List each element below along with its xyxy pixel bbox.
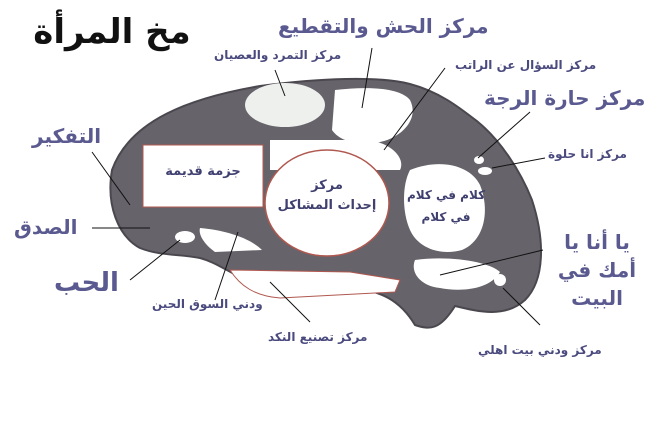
me-or-mother-region xyxy=(413,258,500,290)
label-im-pretty-center: مركز انا حلوة xyxy=(548,147,627,161)
old-shoe-region xyxy=(142,144,264,208)
problems-region xyxy=(264,149,390,257)
region-problems-line2: إحداث المشاكل xyxy=(277,198,377,213)
label-hashing-center: مركز الحش والتقطيع xyxy=(278,14,489,38)
hashing-region xyxy=(332,88,413,144)
label-me-or-your-mother: يا أنا يا أمك في البيت xyxy=(557,230,637,310)
label-crowd-heat-center: مركز حارة الرجة xyxy=(484,86,646,110)
parents-hole xyxy=(494,274,506,286)
label-honesty: الصدق xyxy=(14,215,78,239)
leader-lines xyxy=(91,47,546,326)
nagging-region xyxy=(229,269,401,299)
label-nagging-center: مركز تصنيع النكد xyxy=(268,330,368,344)
label-take-me-to-parents: مركز ودني بيت اهلي xyxy=(478,343,602,357)
region-problems-line1: مركز xyxy=(311,178,343,193)
label-salary-question-center: مركز السؤال عن الراتب xyxy=(455,58,597,72)
label-rebellion-center: مركز التمرد والعصيان xyxy=(214,48,342,62)
rebellion-region xyxy=(245,83,325,127)
crowd-heat-hole xyxy=(474,156,484,164)
page-title: مخ المرأة xyxy=(33,12,191,52)
label-thinking: التفكير xyxy=(32,124,102,148)
label-take-me-to-market: ودني السوق الحين xyxy=(152,297,263,311)
label-love: الحب xyxy=(54,268,119,298)
market-region xyxy=(199,228,262,252)
region-talk-line1: كلام في كلام xyxy=(406,188,486,202)
region-talk-line2: في كلام xyxy=(421,210,471,224)
pretty-hole xyxy=(478,167,492,175)
talk-region xyxy=(404,164,485,252)
region-old-shoe-label: جزمة قديمة xyxy=(165,164,241,179)
